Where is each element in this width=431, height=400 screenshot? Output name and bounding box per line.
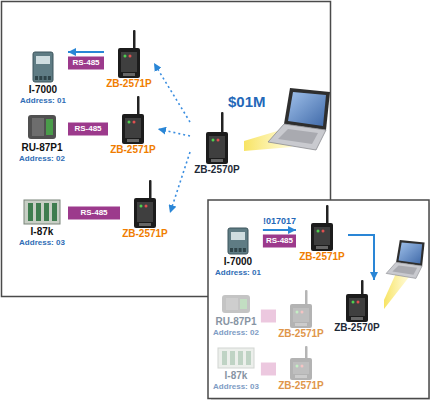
device-node: ZB-2571P <box>296 205 348 263</box>
address-label: Address: 01 <box>215 268 261 277</box>
device-name: I-7000 <box>29 84 57 96</box>
device-node: I-7000Address: 01 <box>18 50 68 105</box>
device-node: ZB-2571P <box>108 96 158 156</box>
device-icon <box>296 205 348 251</box>
bus-label: RS-485 <box>266 237 293 246</box>
device-node: I-87kAddress: 03 <box>16 198 68 247</box>
device-icon <box>120 180 170 228</box>
device-icon <box>104 30 154 78</box>
device-node: ZB-2570P <box>330 280 384 334</box>
rs485-band <box>68 207 120 220</box>
bus-label: RS-485 <box>80 209 107 218</box>
radio-link <box>348 235 374 280</box>
rs485-band <box>68 57 104 70</box>
device-icon <box>190 112 244 164</box>
device-node: ZB-2571P <box>104 30 154 90</box>
device-icon <box>276 346 326 380</box>
arrow-line <box>68 51 104 53</box>
address-label: Address: 02 <box>19 154 65 163</box>
device-node: RU-87P1Address: 02 <box>16 112 68 163</box>
address-label: Address: 01 <box>20 96 66 105</box>
device-node: I-87kAddress: 03 <box>211 346 261 391</box>
connector <box>261 369 276 370</box>
device-name: ZB-2571P <box>278 380 324 392</box>
device-name: ZB-2570P <box>334 322 380 334</box>
connector <box>348 235 374 280</box>
rs485-band <box>261 363 276 376</box>
device-icon <box>18 50 68 84</box>
rs485-band <box>261 310 276 323</box>
connectors <box>68 52 374 369</box>
connector <box>158 129 190 136</box>
device-icon <box>276 290 326 328</box>
device-node: ZB-2571P <box>120 180 170 240</box>
device-icon <box>16 112 68 142</box>
address-label: Address: 03 <box>213 382 259 391</box>
device-name: I-7000 <box>224 256 252 268</box>
device-icon <box>214 226 262 256</box>
bus-label: RS-485 <box>72 59 99 68</box>
connector <box>154 63 190 122</box>
device-node: ZB-2570P <box>190 112 244 176</box>
device-name: RU-87P1 <box>21 142 62 154</box>
connector <box>170 152 190 213</box>
device-name: ZB-2571P <box>110 144 156 156</box>
device-icon <box>212 346 260 370</box>
radio-link <box>158 129 190 136</box>
command-string: $01M <box>228 94 266 111</box>
connector <box>261 316 276 317</box>
device-name: ZB-2571P <box>299 251 345 263</box>
address-label: Address: 02 <box>213 328 259 337</box>
laptop <box>386 240 424 278</box>
rs485-band <box>263 235 296 248</box>
device-node: ZB-2571P <box>276 290 326 340</box>
device-icon <box>16 198 68 226</box>
panel-frame <box>208 200 429 399</box>
radio-link <box>170 152 190 213</box>
laptop <box>268 88 330 150</box>
device-name: I-87k <box>225 370 248 382</box>
device-icon <box>212 292 260 316</box>
arrow-line <box>263 229 296 231</box>
device-node: RU-87P1Address: 02 <box>211 292 261 337</box>
command-string: !017017 <box>263 217 296 227</box>
device-icon <box>108 96 158 144</box>
device-name: I-87k <box>31 226 54 238</box>
device-node: ZB-2571P <box>276 346 326 392</box>
device-icon <box>330 280 384 322</box>
device-name: ZB-2571P <box>122 228 168 240</box>
device-node: I-7000Address: 01 <box>213 226 263 277</box>
address-label: Address: 03 <box>19 238 65 247</box>
device-name: ZB-2571P <box>278 328 324 340</box>
radio-link <box>154 63 190 122</box>
device-name: ZB-2571P <box>106 78 152 90</box>
device-name: RU-87P1 <box>215 316 256 328</box>
rs485-band <box>68 123 108 136</box>
device-name: ZB-2570P <box>194 164 240 176</box>
bus-label: RS-485 <box>74 125 101 134</box>
